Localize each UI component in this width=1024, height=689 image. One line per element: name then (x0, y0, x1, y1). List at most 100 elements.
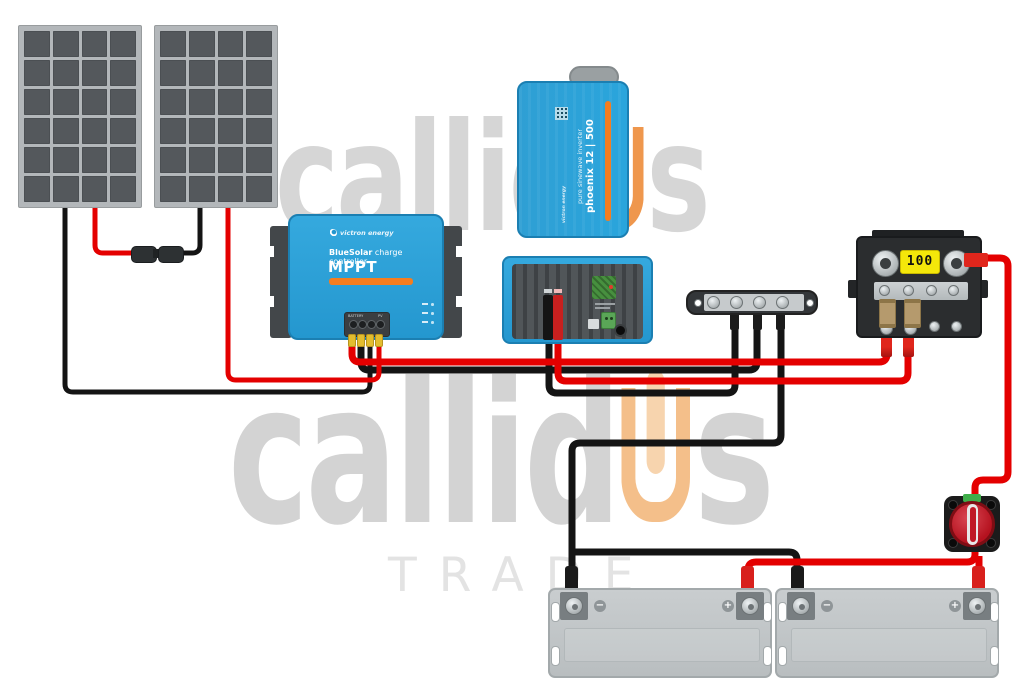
inverter-status-sticker (592, 276, 616, 299)
wire-fuse-to-switch (968, 254, 1012, 504)
terminal-hole (367, 320, 376, 329)
solar-panel-2 (154, 25, 278, 208)
wire-panel1-positive (92, 208, 142, 256)
status-led-icon (609, 285, 613, 289)
inverter-positive-post (553, 295, 563, 340)
bracket-notch (266, 296, 274, 307)
battery-switch (944, 494, 1000, 552)
battery-negative-symbol: − (594, 600, 606, 612)
mc4-connector-icon (158, 246, 184, 263)
battery-mount-slot (551, 646, 560, 666)
strip-bolt (903, 285, 914, 296)
switch-screw (986, 500, 996, 510)
victron-brand-text: victron energy (340, 229, 394, 237)
wire-ferrule (348, 334, 356, 347)
inverter-tagline-text: pure sinewave inverter (576, 128, 584, 204)
power-button (614, 324, 627, 337)
fuse-box: 100 (856, 236, 988, 338)
battery-positive-symbol: + (949, 600, 961, 612)
terminal-label-positive (554, 289, 562, 293)
wire-ferrule (366, 334, 374, 347)
wire-ferrule (375, 334, 383, 347)
fuse-bottom-bolt (951, 321, 962, 332)
midi-fuse (879, 299, 896, 328)
terminal-center (880, 258, 891, 269)
busbar-wire-stub (730, 308, 739, 330)
solar-panel-1 (18, 25, 142, 208)
wire-busbar-to-battery1-negative (568, 320, 785, 578)
battery-positive-symbol: + (722, 600, 734, 612)
terminal-hole (349, 320, 358, 329)
terminal-center (951, 258, 962, 269)
battery2-negative-stub (791, 566, 804, 592)
busbar-mount-hole (694, 298, 702, 307)
watermark-text: s (646, 92, 710, 266)
busbar-terminal-bolt (707, 296, 720, 309)
switch-lever (967, 504, 978, 545)
battery-negative-terminal (792, 597, 810, 615)
mega-fuse-label: 100 (900, 250, 940, 274)
battery-2: − + (775, 588, 999, 678)
battery-negative-symbol: − (821, 600, 833, 612)
mppt-product-rest: charge controller (329, 248, 403, 266)
battery-negative-terminal (565, 597, 583, 615)
battery-mount-slot (763, 602, 772, 622)
victron-logo: victron energy (329, 229, 394, 237)
qr-code-icon (555, 107, 568, 120)
battery-mount-slot (763, 646, 772, 666)
battery1-negative-stub (565, 566, 578, 592)
inverter-negative-post (543, 295, 553, 340)
mc4-connector-link (153, 249, 161, 258)
battery-mount-slot (990, 602, 999, 622)
fusebox-mount-ear (848, 280, 858, 298)
battery-1: − + (548, 588, 772, 678)
terminal-label-pv: PV (378, 314, 383, 318)
ac-terminal-block (601, 312, 616, 329)
strip-bolt (948, 285, 959, 296)
switch-lever-stripe (969, 507, 976, 542)
bracket-notch (456, 246, 464, 257)
bracket-notch (266, 246, 274, 257)
battery-positive-terminal (741, 597, 759, 615)
mppt-terminal-block: BATTERY PV (344, 312, 390, 337)
wire-inverter-positive-to-fuse (554, 334, 912, 385)
wire-panel1-negative (62, 208, 373, 395)
fusebox-top-ridge (872, 230, 964, 240)
inverter-model-text: phoenix 12 | 500 (585, 119, 596, 213)
inverter-small-label (588, 319, 599, 329)
wire-inverter-negative-to-busbar (545, 320, 739, 397)
victron-swoosh-icon (329, 229, 337, 237)
bracket-notch (456, 296, 464, 307)
battery2-positive-stub (972, 566, 985, 592)
fuse-output-stub (881, 332, 892, 357)
sticker-text-line (595, 307, 610, 309)
fuse-busbar-strip (874, 282, 968, 300)
busbar-mount-hole (806, 298, 814, 307)
mppt-charge-controller: victron energy BlueSolar charge controll… (288, 214, 444, 340)
mppt-product-line: BlueSolar charge controller (329, 248, 442, 266)
wire-mppt-positive-to-fuse (348, 338, 891, 366)
wire-panel2-positive-to-mppt (225, 208, 382, 383)
fuse-bottom-bolt (929, 321, 940, 332)
mppt-product-bold: BlueSolar (329, 248, 373, 257)
midi-fuse (904, 299, 921, 328)
battery-mount-slot (551, 602, 560, 622)
battery-positive-terminal (968, 597, 986, 615)
busbar-terminal-bolt (730, 296, 743, 309)
terminal-hole (358, 320, 367, 329)
fuse-output-stub (903, 332, 914, 357)
battery-mount-slot (778, 646, 787, 666)
battery-mount-slot (990, 646, 999, 666)
victron-brand-text: victron energy (562, 185, 567, 223)
switch-screw (986, 538, 996, 548)
switch-screw (948, 538, 958, 548)
switch-on-label (963, 494, 981, 502)
mppt-model-text: MPPT (328, 258, 378, 276)
wire-ferrule (357, 334, 365, 347)
fuse-right-connector (964, 253, 988, 267)
busbar-terminal-bolt (776, 296, 789, 309)
strip-bolt (926, 285, 937, 296)
battery-label-strip (791, 628, 987, 662)
busbar-wire-stub (776, 308, 785, 330)
